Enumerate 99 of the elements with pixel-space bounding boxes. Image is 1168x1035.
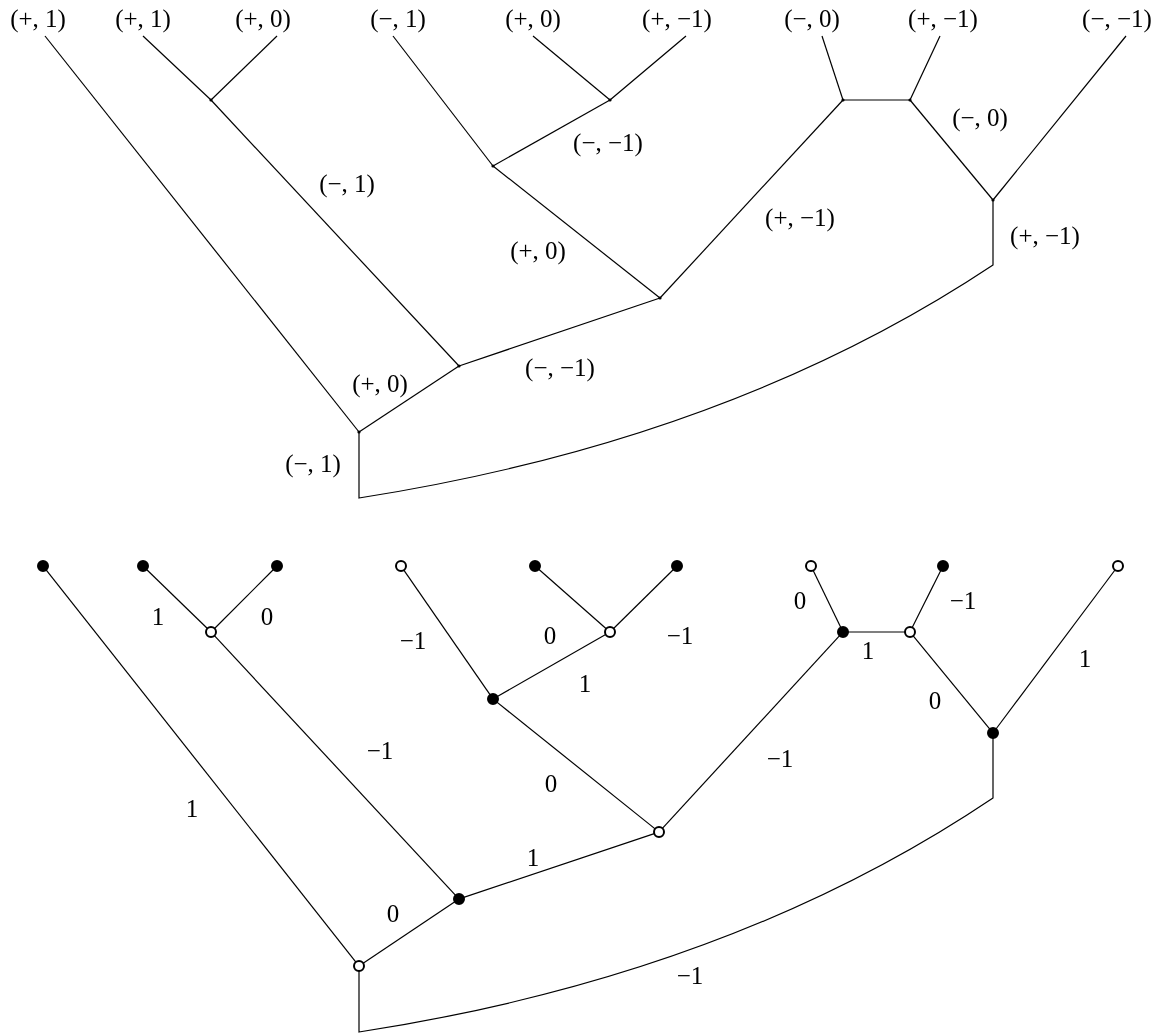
edge-label: −1 [666, 622, 694, 648]
filled-vertex-dot [837, 626, 849, 638]
filled-vertex-dot [453, 893, 465, 905]
tree-edge-line [463, 833, 655, 898]
edge-label: 0 [928, 687, 942, 713]
tree-edge-line [911, 569, 942, 629]
tree-edge-line [210, 35, 278, 101]
edge-label: (−, −1) [573, 129, 643, 155]
branch-point [658, 296, 662, 300]
edge-label: −1 [766, 745, 794, 771]
tree-edge-line [912, 635, 991, 730]
edge-label: 1 [861, 637, 875, 663]
tree-edge-line [821, 35, 844, 101]
vertex-label: (−, −1) [1082, 5, 1152, 31]
branch-point [457, 364, 461, 368]
vertex-label: (+, 1) [115, 5, 171, 31]
filled-vertex-dot [37, 560, 49, 572]
tree-edge-line [392, 35, 494, 167]
edge-label: (+, −1) [765, 204, 835, 230]
edge-label: (+, 0) [352, 370, 408, 396]
hollow-vertex-circle [904, 626, 916, 638]
hollow-vertex-circle [205, 626, 217, 638]
edge-label: (−, 1) [285, 450, 341, 476]
tree-edge-line [358, 365, 460, 433]
tree-edge-line [213, 568, 275, 630]
edge-label: (−, 0) [952, 104, 1008, 130]
filled-vertex-dot [487, 693, 499, 705]
tree-edge-line [210, 99, 460, 367]
tree-edge-line [492, 165, 661, 299]
filled-vertex-dot [271, 560, 283, 572]
tree-edge-line [403, 569, 491, 696]
edge-label: (−, −1) [525, 354, 595, 380]
edge-label: −1 [949, 587, 977, 613]
hollow-vertex-circle [805, 560, 817, 572]
tree-edge-line [995, 569, 1116, 730]
pair-label: (+, −1) [1010, 222, 1080, 248]
tree-edge-line [496, 633, 607, 698]
tree-edge-line [992, 35, 1127, 201]
edge-label: (−, 1) [319, 170, 375, 196]
edge-label: −1 [399, 627, 427, 653]
edge-label: 1 [526, 844, 540, 870]
edge-label: 1 [185, 795, 199, 821]
tree-edge-line [496, 701, 656, 830]
branch-point [209, 98, 213, 102]
filled-vertex-dot [987, 727, 999, 739]
tree-edge-line [909, 35, 941, 101]
tree-edge-line [909, 99, 994, 201]
vertex-label: (−, 0) [784, 5, 840, 31]
filled-vertex-dot [937, 560, 949, 572]
tree-edge-line [458, 297, 661, 367]
tree-edge-line [44, 35, 360, 433]
tree-edge-line [532, 35, 611, 101]
vertex-label: (+, −1) [908, 5, 978, 31]
tree-edge-line [812, 569, 842, 629]
vertex-label: (+, 1) [10, 5, 66, 31]
hollow-vertex-circle [604, 626, 616, 638]
hollow-vertex-circle [1112, 560, 1124, 572]
branch-point [908, 98, 912, 102]
tree-edge-line [612, 568, 675, 630]
tree-edge-line [538, 568, 607, 630]
hollow-vertex-circle [653, 826, 665, 838]
edge-label: 0 [544, 770, 558, 796]
tree-edge-line [492, 99, 611, 167]
edge-label: 1 [151, 603, 165, 629]
vertex-label: (+, 0) [505, 5, 561, 31]
tree-edge-line [213, 635, 457, 896]
branch-point [841, 98, 845, 102]
edge-label: 0 [386, 900, 400, 926]
vertex-label: (+, −1) [642, 5, 712, 31]
tree-edge-line [847, 631, 906, 633]
vertex-label: (−, 1) [370, 5, 426, 31]
branch-point [357, 430, 361, 434]
tree-edge-line [842, 99, 911, 101]
tree-edge-line [659, 99, 844, 299]
edge-label: −1 [676, 962, 704, 988]
branch-point [991, 198, 995, 202]
tree-edge-line [358, 737, 994, 1033]
tree-edge-line [45, 569, 357, 963]
tree-edge-line [358, 199, 994, 499]
edge-label: 0 [793, 587, 807, 613]
filled-vertex-dot [529, 560, 541, 572]
filled-vertex-dot [671, 560, 683, 572]
edge-label: 1 [578, 670, 592, 696]
filled-vertex-dot [137, 560, 149, 572]
edge-label: 0 [543, 622, 557, 648]
tree-edge-line [609, 35, 687, 101]
hollow-vertex-circle [395, 560, 407, 572]
hollow-vertex-circle [353, 960, 365, 972]
branch-point [491, 164, 495, 168]
tree-edge-line [362, 901, 456, 964]
tree-edge-line [146, 568, 208, 630]
tree-edge-line [661, 635, 841, 829]
vertex-label: (+, 0) [235, 5, 291, 31]
edge-label: −1 [366, 737, 394, 763]
branch-point [608, 98, 612, 102]
edge-label: (+, 0) [510, 237, 566, 263]
edge-label: 0 [260, 603, 274, 629]
edge-label: 1 [1078, 645, 1092, 671]
tree-edge-line [142, 35, 212, 101]
